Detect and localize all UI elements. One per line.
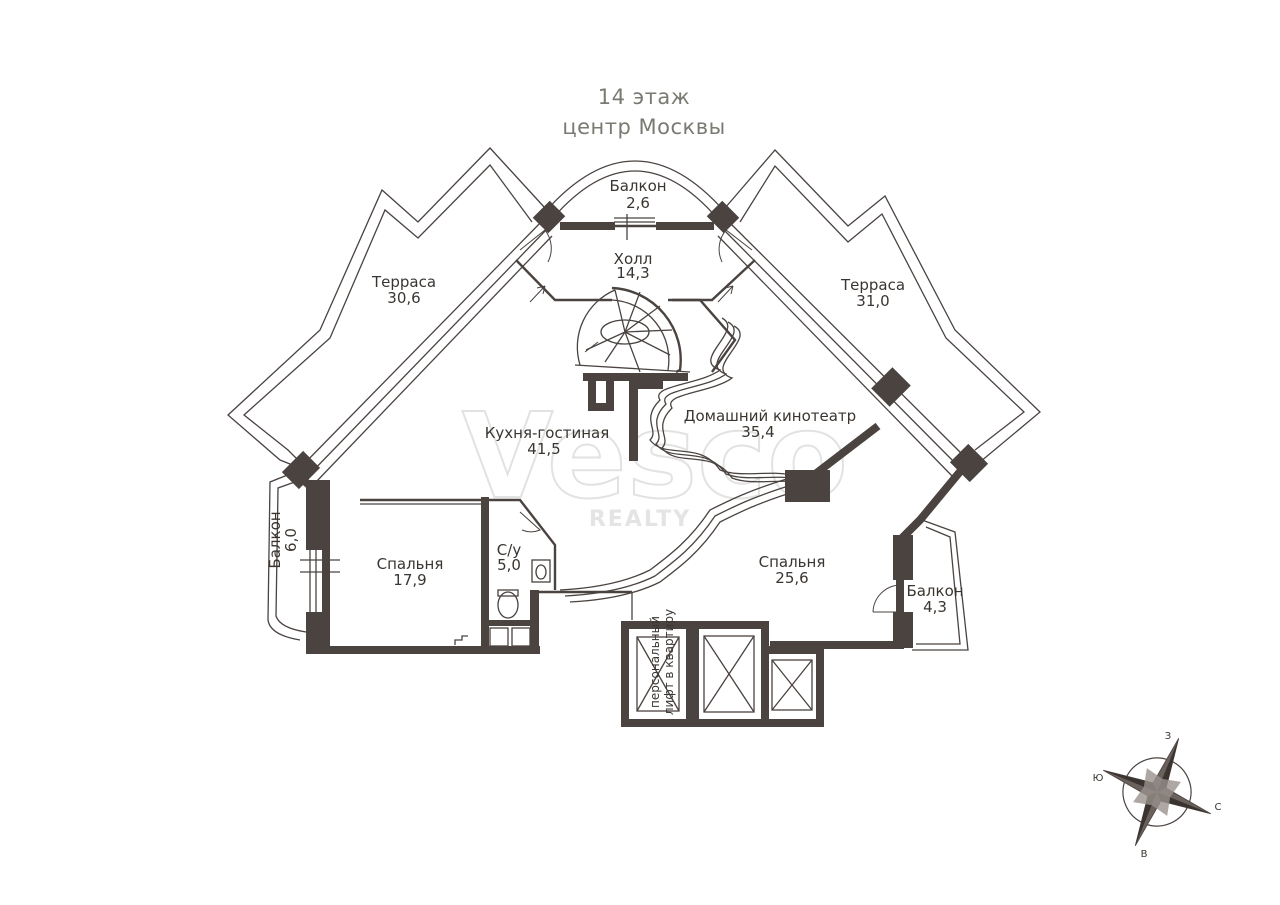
room-balcony-top: Балкон 2,6 (609, 177, 666, 212)
compass-west: З (1165, 731, 1171, 742)
room-name: Спальня (759, 553, 826, 571)
bath-wall (489, 498, 557, 590)
room-area: 25,6 (775, 569, 808, 587)
spiral-staircase (574, 286, 691, 374)
right-balcony-outline (912, 519, 969, 651)
wall-segment (893, 535, 913, 580)
compass-north: С (1215, 802, 1222, 813)
room-kitchen-living: Кухня-гостиная 41,5 (485, 424, 609, 458)
elevator-note-line2: лифт в квартиру (662, 609, 676, 715)
room-name: Холл (614, 250, 653, 268)
floor-label: 14 этаж (598, 85, 690, 109)
compass-east: В (1141, 849, 1148, 860)
wall-segment (306, 480, 330, 550)
elevators (621, 621, 824, 727)
room-area: 4,3 (923, 598, 947, 616)
terrace-right-outline (717, 149, 1041, 479)
room-name: Балкон (266, 511, 284, 568)
right-balcony-outline (916, 526, 961, 645)
watermark-brand: Vesco (462, 387, 848, 525)
hall-wall-right (668, 259, 756, 302)
room-bathroom: С/у 5,0 (497, 541, 522, 574)
compass (1103, 738, 1211, 846)
room-area: 30,6 (387, 289, 420, 307)
arrow-icon (717, 285, 734, 303)
room-name: Терраса (840, 276, 905, 294)
bathroom-fixtures (485, 559, 551, 647)
room-area: 6,0 (282, 528, 300, 552)
room-area: 2,6 (626, 194, 650, 212)
wall-segment (560, 222, 615, 230)
wall-segment (629, 381, 663, 389)
room-balcony-left: Балкон 6,0 (266, 511, 300, 568)
watermark: Vesco REALTY (461, 386, 849, 532)
left-balcony-outline (267, 469, 301, 641)
room-name: Балкон (906, 582, 963, 600)
room-area: 41,5 (527, 440, 560, 458)
room-area: 5,0 (497, 556, 521, 574)
wall-pillar (949, 443, 989, 483)
left-balcony-outline (275, 477, 307, 633)
room-name: Спальня (377, 555, 444, 573)
hall-wall-left (515, 259, 612, 302)
wall-pillar (281, 450, 321, 490)
wall-segment (656, 222, 714, 230)
door-arc (519, 229, 552, 263)
room-name: Терраса (371, 273, 436, 291)
wall-segment (481, 497, 489, 647)
wall-segment (588, 403, 613, 411)
room-bedroom-right: Спальня 25,6 (759, 553, 826, 587)
room-name: Кухня-гостиная (485, 424, 609, 442)
room-balcony-right: Балкон 4,3 (906, 582, 963, 616)
room-area: 31,0 (856, 292, 889, 310)
room-bedroom-left: Спальня 17,9 (377, 555, 444, 589)
location-label: центр Москвы (562, 115, 725, 139)
room-area: 17,9 (393, 571, 426, 589)
door-arc (519, 511, 541, 533)
room-area: 35,4 (741, 423, 774, 441)
room-hall: Холл 14,3 (614, 250, 653, 282)
room-home-theater: Домашний кинотеатр 35,4 (684, 407, 856, 441)
wall-segment (588, 381, 596, 411)
elevator-note-line1: персональный (648, 616, 662, 708)
wall-segment (807, 422, 881, 482)
wall-segment (583, 373, 688, 381)
stair-wall (672, 298, 737, 373)
room-terrace-left: Терраса 30,6 (371, 273, 436, 307)
arrow-icon (529, 285, 546, 303)
door-arc (718, 229, 753, 263)
room-name: Домашний кинотеатр (684, 407, 856, 425)
wall-pillar (532, 200, 566, 234)
wall-pillar (871, 367, 911, 407)
wall-segment (629, 381, 638, 461)
room-area: 14,3 (616, 264, 649, 282)
watermark-sub: REALTY (589, 507, 691, 532)
wall-segment (606, 381, 614, 411)
wall-pillar (706, 200, 740, 234)
elevator-note: персональный лифт в квартиру (648, 609, 676, 715)
wall-segment (893, 612, 913, 648)
compass-south: Ю (1093, 773, 1104, 784)
wall-segment (306, 612, 330, 654)
wall-segment (785, 470, 830, 502)
room-terrace-right: Терраса 31,0 (840, 276, 905, 310)
room-name: С/у (497, 541, 522, 559)
wavy-partition (559, 317, 803, 603)
room-name: Балкон (609, 177, 666, 195)
terrace-left-outline (227, 147, 553, 483)
door-arc (872, 584, 901, 613)
